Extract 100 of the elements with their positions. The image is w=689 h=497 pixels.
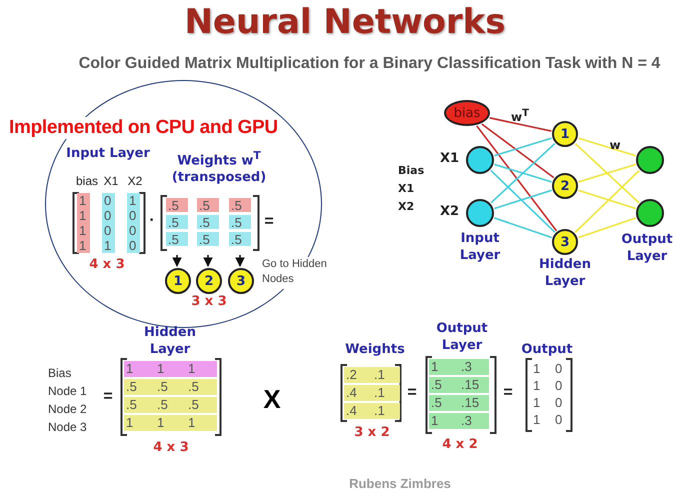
layer-label: Output — [520, 341, 574, 359]
column-label: bias — [74, 174, 99, 189]
matrix-cell: .5 — [229, 215, 251, 229]
output-node-circle — [636, 146, 664, 174]
matrix-cell: 0 — [127, 223, 140, 238]
matrix-cell: 1 — [155, 415, 186, 431]
bias-node-ellipse: bias — [444, 100, 490, 126]
hidden-node-circle: 3 — [552, 229, 578, 255]
connection-line — [578, 164, 636, 183]
connection-line — [574, 170, 640, 233]
matrix-cell: 1 — [124, 415, 155, 431]
connection-line — [578, 217, 636, 238]
row-label: Node 1 — [48, 384, 88, 399]
layer-label: Output Layer — [620, 231, 674, 266]
matrix-cell: 1 — [155, 361, 186, 377]
hidden-node-circle: 3 — [228, 268, 254, 294]
matrix-cell: .5 — [229, 232, 251, 246]
connection-line — [494, 164, 552, 183]
matrix-cell: .5 — [166, 215, 188, 229]
matrix-cell: .1 — [372, 403, 400, 419]
operator-symbol: X — [262, 384, 282, 414]
matrix-cell-text: 1 — [532, 378, 542, 395]
title: Neural Networks — [183, 2, 507, 44]
connection-line — [476, 125, 558, 232]
matrix-cell: .5 — [186, 379, 217, 395]
matrix-cell: 0 — [102, 208, 115, 223]
connection-line — [481, 123, 554, 178]
matrix-cell: .5 — [124, 379, 155, 395]
layer-label: Input Layer — [458, 230, 502, 265]
matrix-cell: .5 — [124, 397, 155, 413]
hidden-node-circle: 1 — [165, 268, 191, 294]
matrix-cell: 0 — [102, 193, 115, 208]
hidden-node-circle: 1 — [552, 121, 578, 147]
layer-label: Hidden Layer — [538, 256, 592, 291]
matrix-cell: 1 — [124, 361, 155, 377]
arrow — [172, 255, 182, 267]
layer-label: Weights — [344, 341, 406, 359]
matrix-cell: .1 — [372, 367, 400, 383]
matrix-cell: .15 — [459, 377, 489, 393]
matrix-cell: 1 — [429, 359, 459, 375]
author-credit: Rubens Zimbres — [348, 476, 452, 493]
dimension-label: 4 x 3 — [88, 257, 126, 273]
input-label: X1 — [398, 182, 416, 196]
operator-symbol: = — [263, 213, 275, 231]
input-label: Bias — [398, 164, 426, 178]
matrix-cell: .5 — [197, 198, 219, 212]
input-node-circle — [466, 146, 494, 174]
matrix-cell-text: 0 — [554, 395, 564, 412]
row-label: Bias — [48, 366, 72, 381]
matrix-cell: 1 — [77, 223, 90, 238]
matrix-cell: 1 — [77, 193, 90, 208]
matrix-cell: .2 — [344, 367, 372, 383]
input-label: X2 — [398, 200, 416, 214]
matrix-cell: .5 — [155, 397, 186, 413]
matrix-cell: .3 — [459, 359, 489, 375]
connection-line — [490, 142, 556, 204]
matrix-cell-text: 0 — [554, 378, 564, 395]
layer-label: Weights w$^{T}$ (transposed) — [170, 148, 268, 183]
matrix-cell: .5 — [429, 395, 459, 411]
connection-line — [490, 170, 556, 233]
matrix-cell: .5 — [197, 232, 219, 246]
dimension-label: 4 x 2 — [441, 437, 479, 453]
matrix-cell: 1 — [77, 208, 90, 223]
matrix-cell: 1 — [186, 415, 217, 431]
matrix-cell: .5 — [166, 232, 188, 246]
matrix-cell: 0 — [127, 208, 140, 223]
matrix-cell: .5 — [166, 198, 188, 212]
arrow — [235, 255, 245, 267]
hidden-node-circle: 2 — [552, 173, 578, 199]
arrow — [203, 255, 213, 267]
operator-symbol: = — [406, 384, 418, 402]
matrix-cell: .15 — [459, 395, 489, 411]
layer-label: Input Layer — [65, 145, 151, 163]
connection-line — [578, 189, 636, 210]
hidden-node-circle: 2 — [196, 268, 222, 294]
matrix-cell: .5 — [155, 379, 186, 395]
matrix-cell: .5 — [197, 215, 219, 229]
layer-label: Output Layer — [435, 320, 489, 355]
matrix-cell: .4 — [344, 403, 372, 419]
layer-label: Hidden Layer — [142, 324, 198, 358]
matrix-cell: .5 — [186, 397, 217, 413]
operator-symbol: = — [102, 388, 114, 406]
dimension-label: 4 x 3 — [152, 440, 190, 456]
connection-line — [494, 189, 552, 210]
row-label: Node 3 — [48, 420, 88, 435]
node-label: X1 — [440, 151, 460, 167]
matrix-cell: .3 — [459, 413, 489, 429]
matrix-cell-text: 1 — [532, 412, 542, 429]
matrix-cell: 1 — [186, 361, 217, 377]
connection-line — [494, 217, 552, 238]
column-label: X1 — [102, 174, 120, 189]
matrix-cell-text: 1 — [532, 395, 542, 412]
matrix-cell-text: 1 — [532, 361, 542, 378]
weight-label: w$^{T}$ — [510, 108, 530, 126]
matrix-cell: 1 — [102, 238, 115, 253]
matrix-cell: 1 — [127, 193, 140, 208]
node-label: X2 — [440, 204, 460, 220]
matrix-cell: .1 — [372, 385, 400, 401]
operator-symbol: = — [502, 384, 514, 402]
connection-line — [574, 142, 640, 204]
